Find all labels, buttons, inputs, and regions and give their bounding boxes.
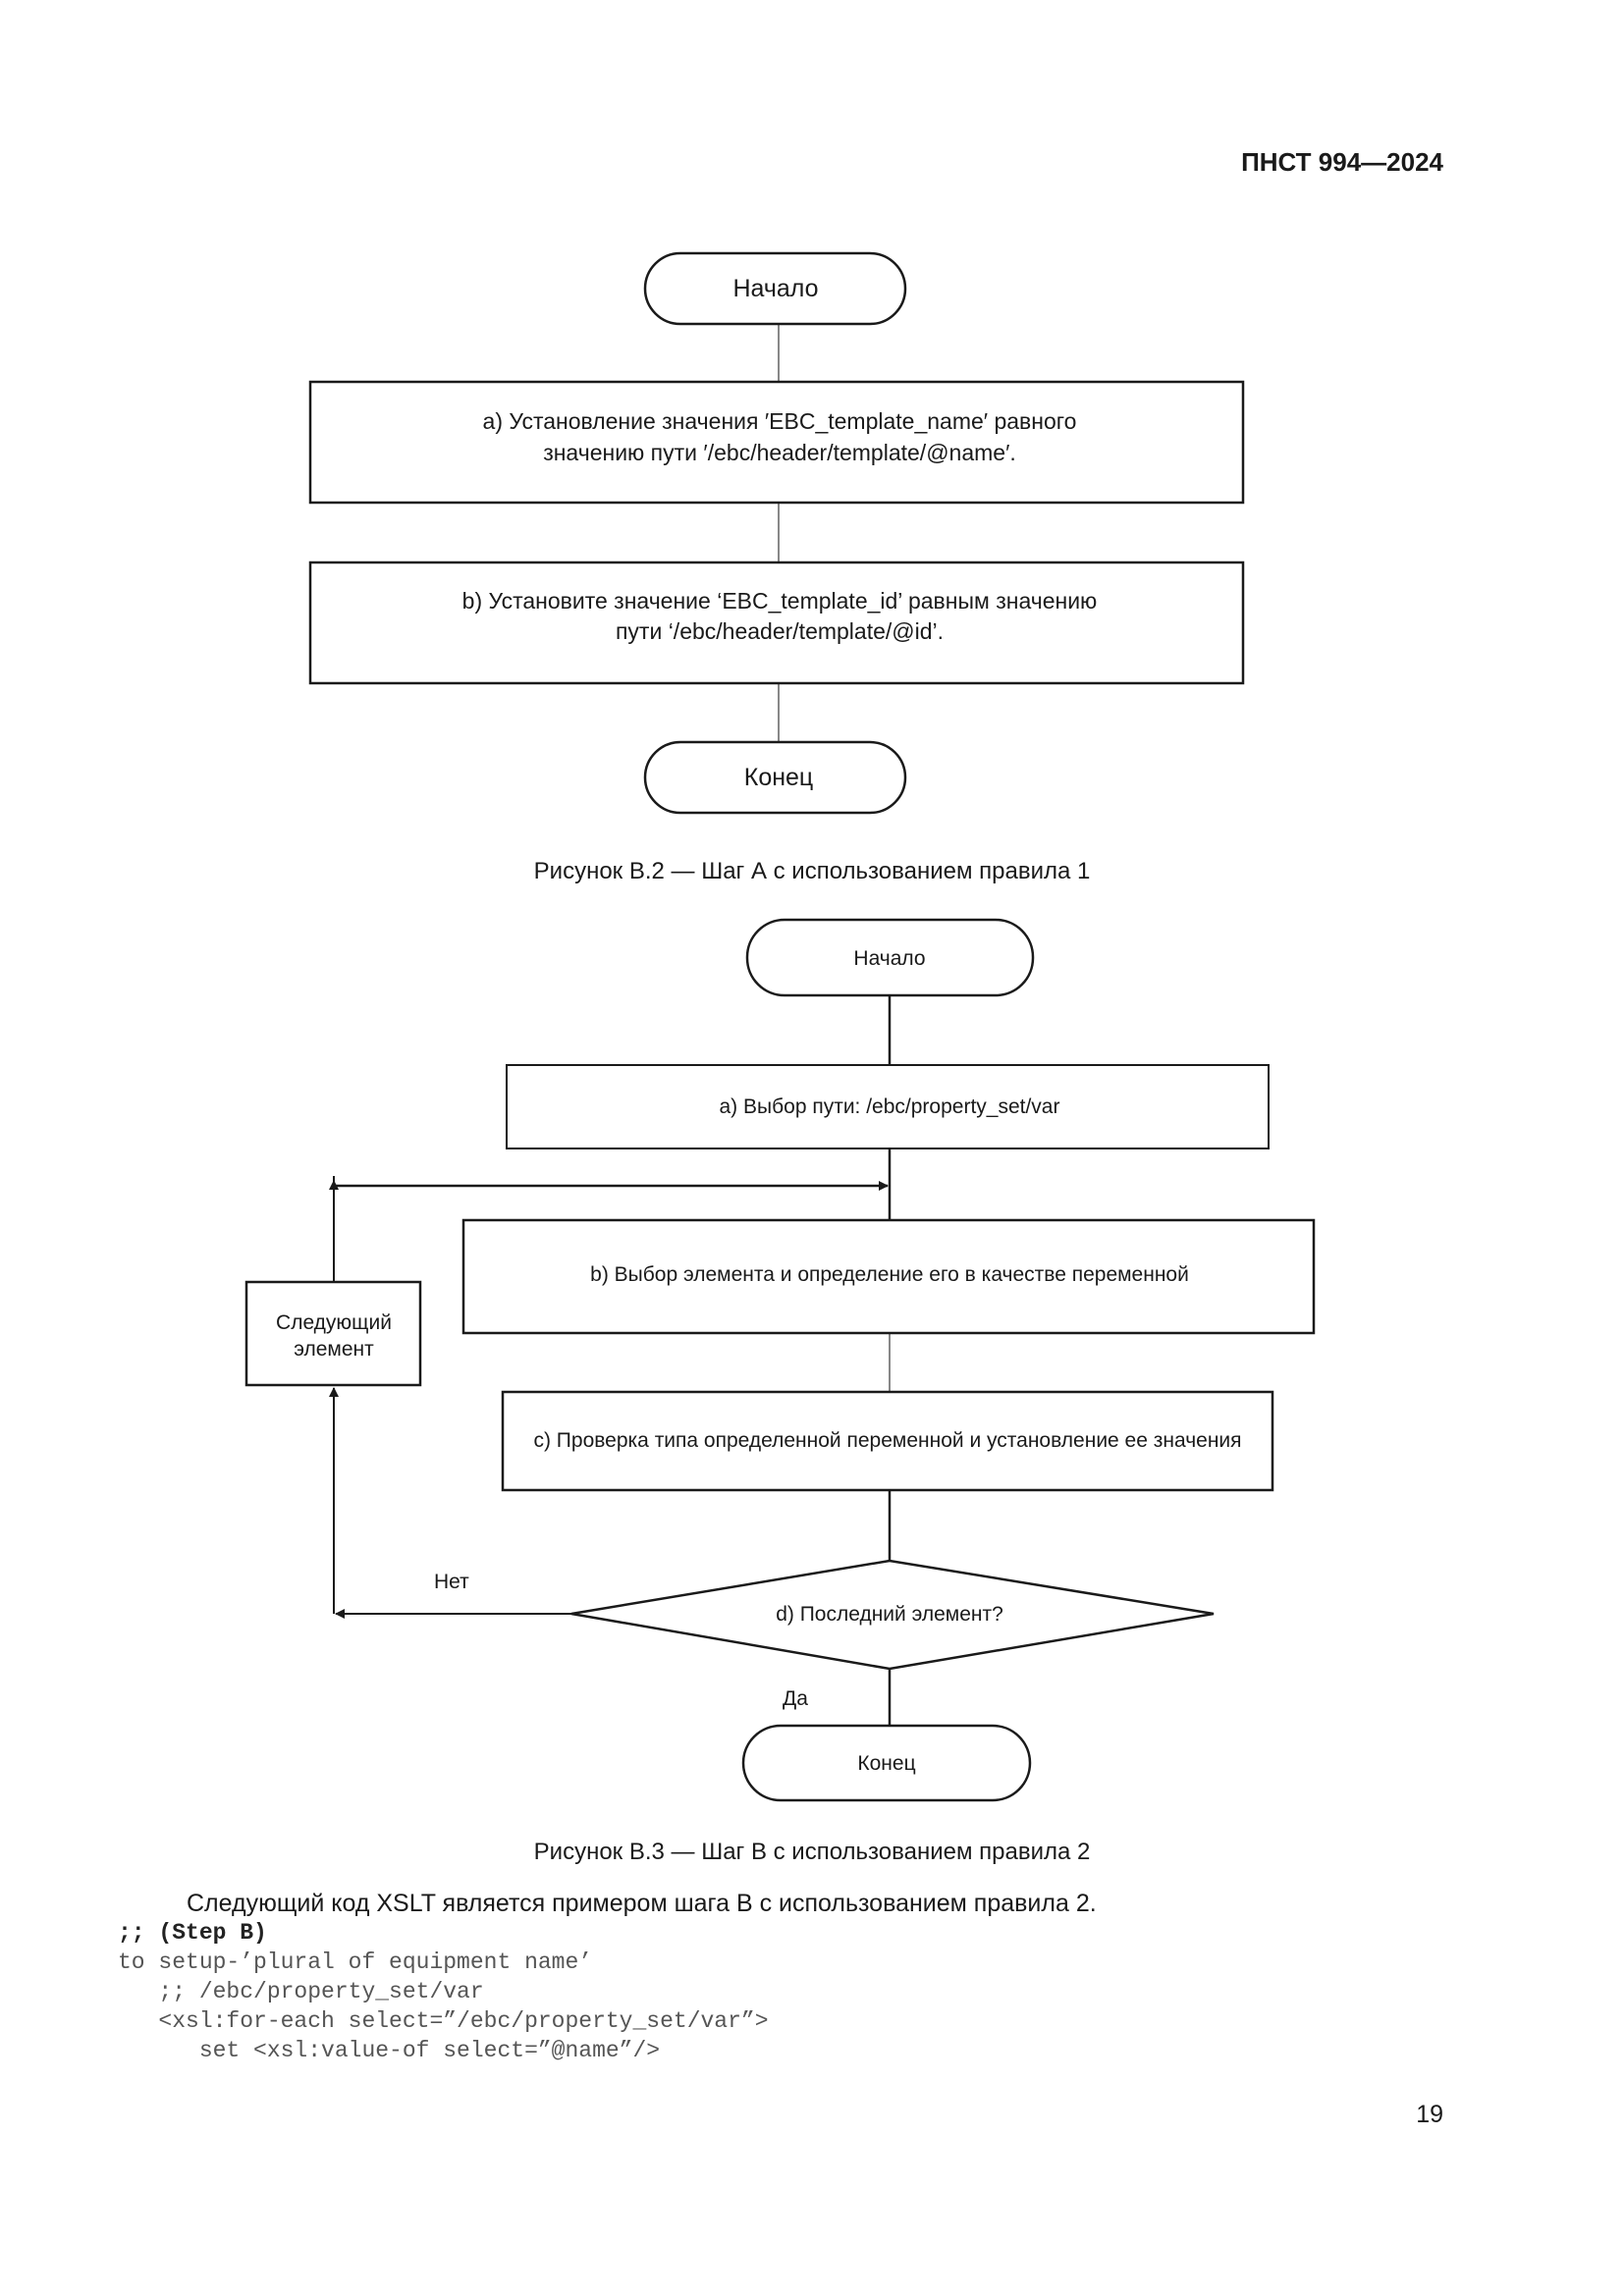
intro-paragraph: Следующий код XSLT является примером шаг… [187,1890,1097,1917]
step-b-text-line2: пути ‘/ebc/header/template/@id’. [616,618,944,644]
step-a-box [506,1064,1270,1149]
step-a-text-line2: значению пути ′/ebc/header/template/@nam… [543,440,1016,465]
start-terminal [745,918,1035,997]
no-label: Нет [434,1571,469,1593]
code-line: set <xsl:value-of select=”@name”/> [118,2038,661,2063]
code-line: ;; /ebc/property_set/var [118,1979,484,2004]
next-element-line2: элемент [294,1338,374,1361]
next-element-box [244,1280,422,1387]
end-terminal [643,740,907,815]
figure-b2-caption: Рисунок В.2 — Шаг А с использованием пра… [533,858,1091,884]
code-line: <xsl:for-each select=”/ebc/property_set/… [118,2008,769,2034]
step-b-box [308,561,1245,685]
code-line: ;; (Step B) [118,1920,267,1946]
step-a-label: a) Выбор пути: /ebc/property_set/var [720,1095,1060,1118]
step-c-label: c) Проверка типа определенной переменной… [533,1429,1241,1452]
step-a-text-line1: a) Установление значения ′EBC_template_n… [483,408,1077,434]
yes-label: Да [783,1687,808,1710]
end-label: Конец [857,1752,915,1775]
figure-b3-caption: Рисунок В.3 — Шаг В с использованием пра… [533,1839,1091,1865]
step-b-box [461,1218,1316,1335]
document-number: ПНСТ 994—2024 [1241,147,1443,177]
start-terminal [643,251,907,326]
step-b-label: b) Выбор элемента и определение его в ка… [590,1263,1189,1286]
decision-label: d) Последний элемент? [776,1603,1003,1626]
step-b-text-line1: b) Установите значение ‘EBC_template_id’… [462,588,1098,614]
start-label: Начало [853,947,925,970]
figure-b2: Начало a) Установление значения ′EBC_tem… [308,251,1245,815]
code-listing: ;; (Step B) to setup-’plural of equipmen… [118,1918,769,2065]
step-c-box [501,1390,1274,1492]
loop-corner-arrowhead [329,1180,339,1190]
end-terminal [741,1724,1032,1802]
next-element-line1: Следующий [276,1311,392,1334]
decision-diamond [570,1559,1215,1671]
code-line: to setup-’plural of equipment name’ [118,1949,593,1975]
figure-b3: Начало a) Выбор пути: /ebc/property_set/… [244,918,1316,1802]
step-a-box [308,380,1245,505]
flowcharts: Начало a) Установление значения ′EBC_tem… [244,251,1316,1802]
start-label: Начало [732,275,818,302]
page-number: 19 [1416,2101,1443,2128]
end-label: Конец [744,764,814,791]
